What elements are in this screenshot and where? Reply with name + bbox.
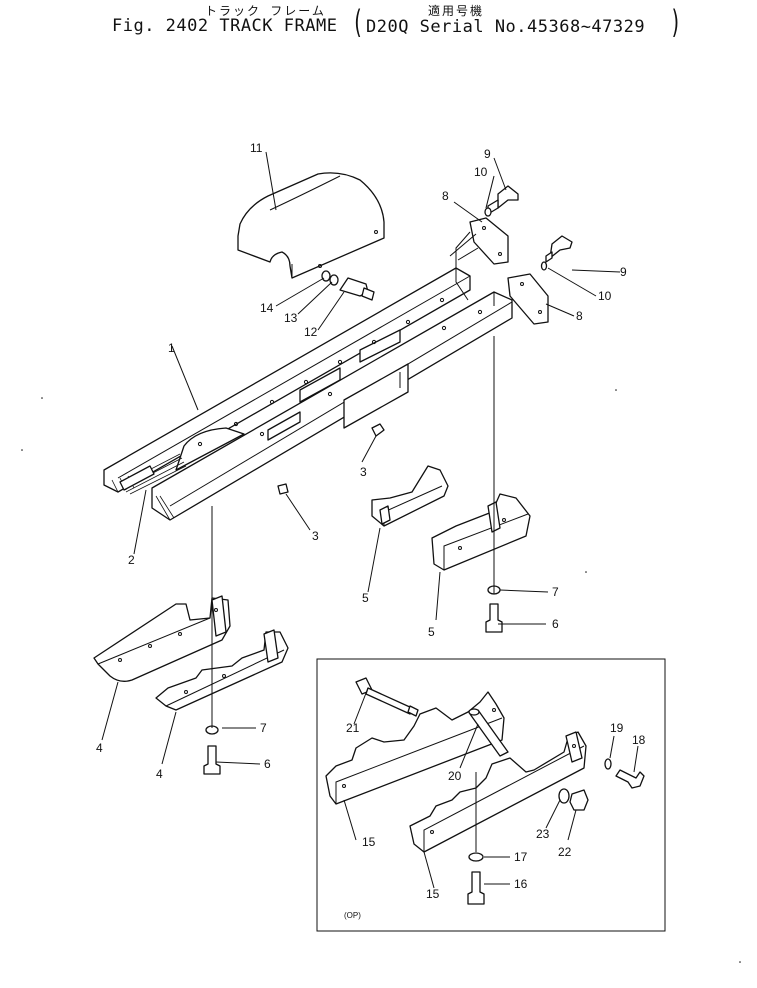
callout-14: 14 [260, 301, 274, 315]
part-22-nut [569, 789, 589, 811]
callout-18: 18 [632, 733, 646, 747]
part-21-long-bolt [355, 677, 419, 717]
part-9-bolt-lower [545, 235, 573, 263]
part-3-plug-lower [277, 483, 289, 495]
part-1-track-frame [103, 267, 513, 521]
part-9-bolt-upper [487, 185, 519, 215]
japanese-part-name: トラック フレーム [205, 4, 326, 18]
callout-12: 12 [304, 325, 318, 339]
callout-11: 11 [250, 141, 263, 155]
callout-9: 9 [484, 147, 491, 161]
part-16-bolt [467, 871, 485, 905]
callout-1: 1 [168, 341, 175, 355]
figure-title: Fig. 2402 TRACK FRAME [112, 16, 338, 36]
part-10-washer-lower [540, 261, 548, 271]
callout-13: 13 [284, 311, 298, 325]
scan-specks [21, 389, 741, 963]
part-2-recoil-spring [119, 453, 187, 495]
part-4-guard-lower [155, 629, 289, 711]
part-19-washer [604, 758, 612, 770]
part-18-bolt [615, 769, 645, 789]
callout-5: 5 [428, 625, 435, 639]
callout-4: 4 [156, 767, 163, 781]
callout-8: 8 [442, 189, 449, 203]
japanese-applicable-label: 適用号機 [428, 4, 485, 18]
part-13-lock-washer [329, 274, 339, 286]
part-15-guard-lower [409, 731, 587, 853]
part-3-plug-upper [371, 423, 385, 437]
part-8-bracket-upper [469, 217, 509, 265]
callout-20: 20 [448, 769, 462, 783]
callout-16: 16 [514, 877, 528, 891]
part-23-washer [558, 788, 570, 804]
callout-7: 7 [260, 721, 267, 735]
callout-22: 22 [558, 845, 572, 859]
part-15-guard-upper [325, 691, 505, 805]
callout-15: 15 [426, 887, 440, 901]
part-6-bolt-right [485, 603, 503, 633]
part-14-washer [321, 270, 331, 282]
part-17-washer [468, 852, 484, 862]
callout-23: 23 [536, 827, 550, 841]
part-12-bolt [339, 277, 375, 301]
callout-labels: 1 2 3 3 4 4 5 5 6 6 7 7 8 8 9 9 10 10 11… [96, 141, 646, 920]
callout-6: 6 [552, 617, 559, 631]
callout-2: 2 [128, 553, 135, 567]
callout-9: 9 [620, 265, 627, 279]
frame-bolt-holes [197, 297, 483, 447]
callout-7: 7 [552, 585, 559, 599]
open-parenthesis: ( [351, 3, 364, 41]
callout-10: 10 [474, 165, 488, 179]
optional-parts-inset [316, 658, 666, 932]
callout-3: 3 [312, 529, 319, 543]
callout-21: 21 [346, 721, 360, 735]
part-4-guard-upper [93, 595, 231, 682]
callout-15: 15 [362, 835, 376, 849]
callout-3: 3 [360, 465, 367, 479]
serial-number-range: D20Q Serial No.45368~47329 [366, 17, 646, 37]
callout-4: 4 [96, 741, 103, 755]
part-20-pin [468, 708, 509, 757]
part-5-guard-lower [431, 493, 531, 571]
part-10-washer-upper [484, 207, 492, 217]
leader-lines [101, 151, 639, 889]
close-parenthesis: ) [669, 3, 682, 41]
part-11-cover [237, 172, 385, 279]
part-8-bracket-lower [507, 273, 549, 325]
title-block: トラック フレーム 適用号機 Fig. 2402 TRACK FRAME ( D… [0, 0, 757, 44]
callout-19: 19 [610, 721, 624, 735]
callout-5: 5 [362, 591, 369, 605]
inset-op-tag: (OP) [344, 911, 361, 920]
callout-8: 8 [576, 309, 583, 323]
part-5-guard-upper [371, 465, 449, 527]
part-6-bolt-left [203, 745, 221, 775]
callout-17: 17 [514, 850, 528, 864]
callout-10: 10 [598, 289, 612, 303]
callout-6: 6 [264, 757, 271, 771]
